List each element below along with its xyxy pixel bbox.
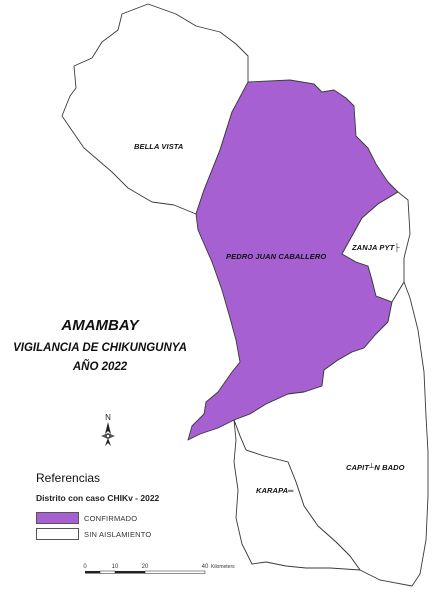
scale-tick-20: 20	[142, 564, 149, 570]
legend-title: Referencias	[36, 471, 101, 485]
map-year: AÑO 2022	[72, 361, 128, 373]
district-zanja-pyta[interactable]	[341, 191, 411, 303]
label-bella-vista: BELLA VISTA	[134, 142, 184, 151]
north-arrow-label: N	[105, 413, 111, 422]
map-subtitle: VIGILANCIA DE CHIKUNGUNYA	[13, 342, 187, 354]
scale-tick-40: 40	[202, 564, 209, 570]
scale-tick-0: 0	[83, 564, 87, 570]
legend-label-confirmado: CONFIRMADO	[84, 514, 138, 523]
scale-bar: 0 10 20 40 Kilometers	[83, 564, 235, 574]
scale-segment-3	[115, 571, 145, 574]
label-pedro-juan-caballero: PEDRO JUAN CABALLERO	[226, 252, 327, 261]
scale-segment-2	[99, 570, 116, 574]
scale-tick-10: 10	[112, 564, 119, 570]
label-capitan-bado: CAPIT┴N BADO	[346, 463, 405, 472]
label-zanja-pyta: ZANJA PYT├	[352, 243, 400, 252]
north-arrow-icon: N	[101, 413, 115, 446]
district-karapai[interactable]	[233, 419, 361, 571]
legend-label-sin-aislamiento: SIN AISLAMIENTO	[84, 530, 152, 539]
scale-segment-4	[144, 570, 206, 574]
district-bella-vista[interactable]	[61, 3, 249, 215]
scale-segment-1	[85, 571, 100, 574]
legend-swatch-sin-aislamiento	[36, 528, 79, 540]
label-karapai: KARAPA═	[256, 486, 294, 495]
legend-swatch-confirmado	[36, 512, 79, 524]
map-title: AMAMBAY	[61, 317, 139, 334]
legend-subtitle: Distrito con caso CHIKv - 2022	[36, 493, 160, 503]
scale-unit: Kilometers	[211, 564, 235, 570]
